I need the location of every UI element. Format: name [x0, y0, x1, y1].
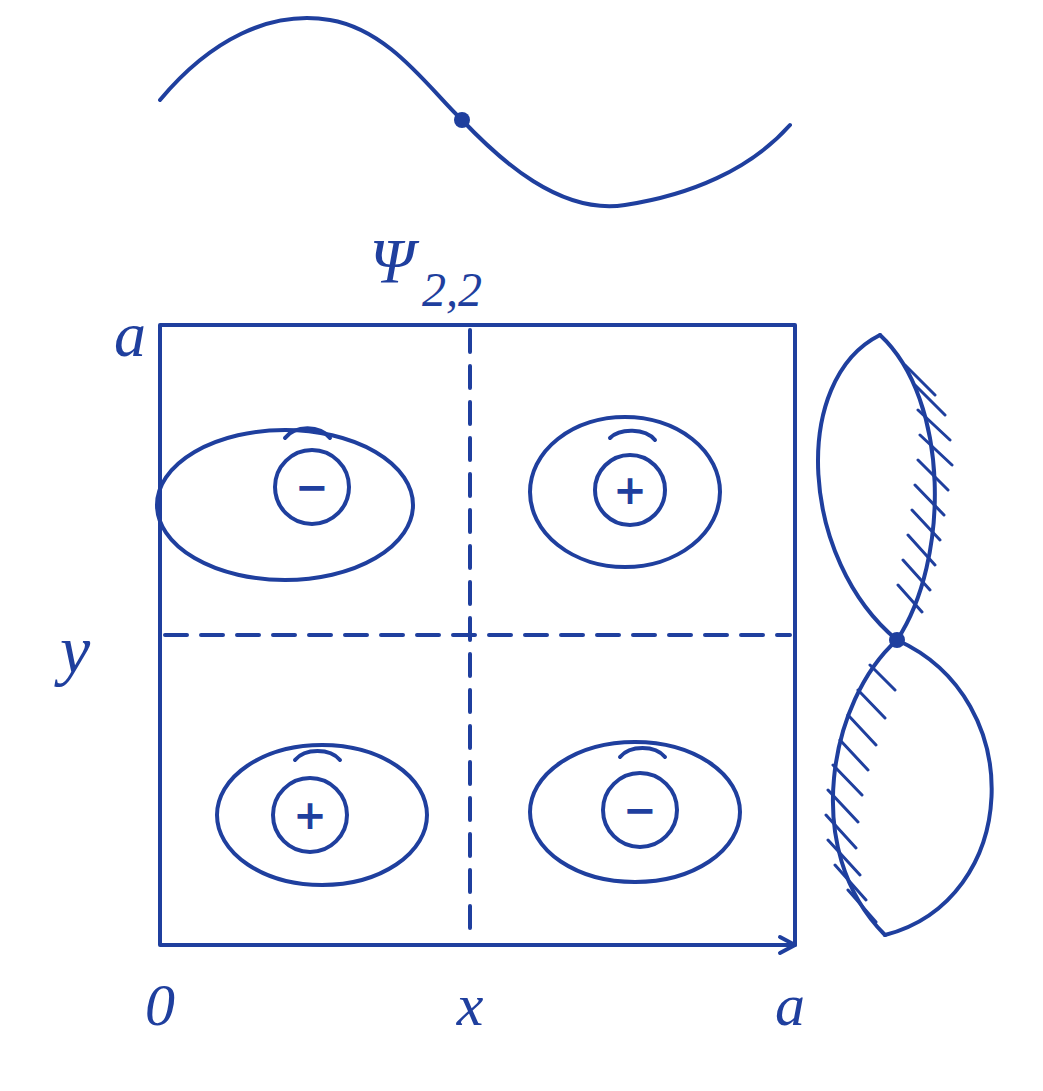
psi-symbol: Ψ — [370, 230, 415, 294]
y-wave-curve — [818, 335, 897, 640]
hatching — [898, 365, 952, 612]
box-outline — [160, 325, 795, 945]
node-dot — [454, 112, 470, 128]
sign-symbol: + — [293, 795, 327, 835]
contour-mark — [610, 431, 655, 440]
y-wave-curve — [885, 640, 992, 935]
sign-symbol: − — [295, 467, 329, 507]
quantum-subscript: 2,2 — [422, 266, 482, 314]
nodal-line — [165, 633, 790, 637]
sign-symbol: − — [623, 790, 657, 830]
contour-mark — [285, 428, 330, 438]
x-axis-arrow — [780, 937, 795, 953]
x-wave-curve — [160, 18, 790, 206]
sign-circle: + — [271, 776, 349, 854]
sign-circle: + — [593, 453, 667, 527]
contour-mark — [295, 751, 340, 760]
sign-symbol: + — [613, 470, 647, 510]
contour-ellipse — [530, 742, 740, 882]
contour-ellipse — [530, 417, 720, 567]
contour-ellipse — [217, 745, 427, 885]
sign-circle: − — [273, 448, 351, 526]
axis-label: a — [114, 303, 146, 367]
axis-label: 0 — [145, 975, 175, 1035]
axis-label: y — [60, 616, 90, 684]
sign-circle: − — [601, 771, 679, 849]
axis-label: x — [457, 975, 484, 1035]
axis-label: a — [775, 975, 805, 1035]
node-dot — [889, 632, 905, 648]
hatching — [826, 665, 895, 922]
contour-ellipse — [157, 430, 413, 580]
contour-mark — [620, 748, 665, 757]
